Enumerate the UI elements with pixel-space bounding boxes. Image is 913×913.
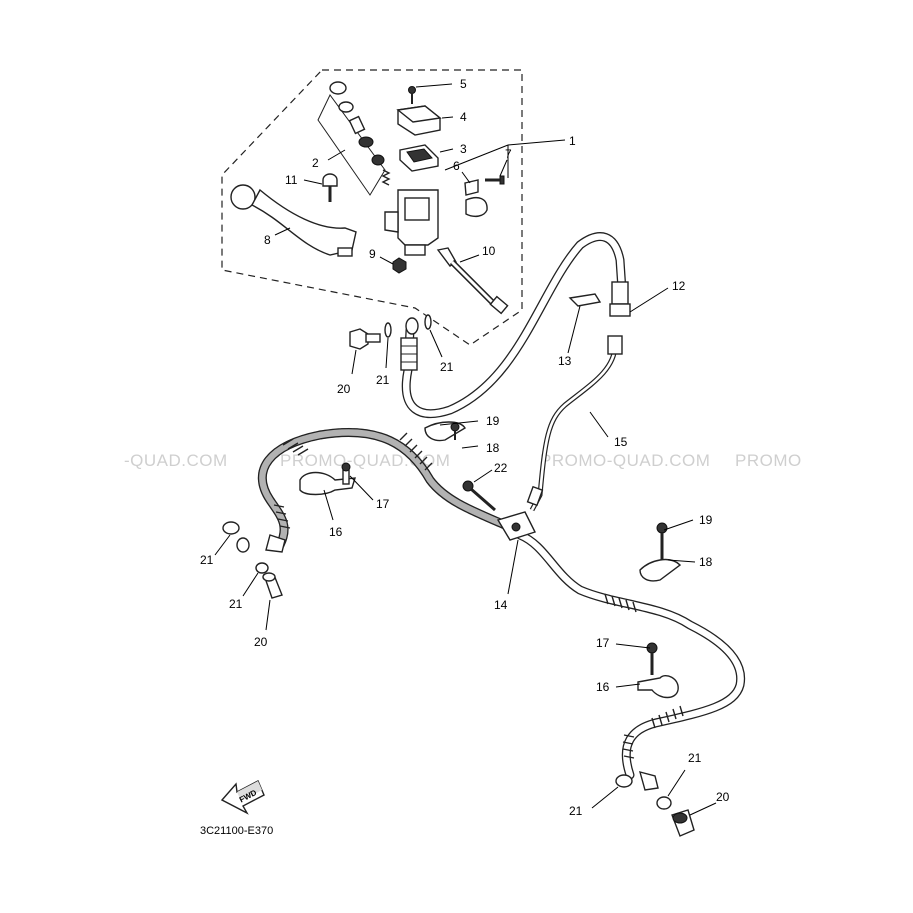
watermark-text-1: -QUAD.COM	[124, 451, 228, 470]
lower-right-banjo-bolt	[671, 809, 695, 837]
callout-9: 9	[369, 247, 376, 261]
clamp-bolt	[485, 175, 505, 185]
cap-screw	[408, 86, 416, 104]
diaphragm-plate	[399, 144, 439, 172]
lever-nut	[392, 257, 407, 274]
hose-holder-upper	[424, 421, 466, 442]
callout-labels: 1 2 3 4 5 6 7 8 9 10 11 12 13 14 15 16 1…	[200, 77, 730, 818]
hose-coil-right-lower	[622, 705, 684, 759]
callout-21-upper-right: 21	[440, 360, 454, 374]
callout-3: 3	[460, 142, 467, 156]
hose-coil-left-lower	[273, 504, 291, 529]
master-cylinder-assembly-boundary	[221, 69, 523, 346]
piston-kit	[317, 81, 391, 196]
callout-5: 5	[460, 77, 467, 91]
lower-brake-hose-right	[515, 530, 746, 791]
callout-19-upper: 19	[486, 414, 500, 428]
callout-21-lower-left-2: 21	[229, 597, 243, 611]
hose-holder-right	[639, 522, 682, 582]
hose-coil-right-upper	[604, 593, 637, 613]
callout-20-lower-left: 20	[254, 635, 268, 649]
lower-left-washer-2	[255, 562, 269, 574]
callout-18-upper: 18	[486, 441, 500, 455]
leader-lines	[214, 83, 717, 816]
lower-right-washer-1	[615, 774, 633, 788]
lever-pivot-bolt	[322, 173, 338, 202]
callout-18-right: 18	[699, 555, 713, 569]
callout-21-upper-left: 21	[376, 373, 390, 387]
reservoir-cap	[396, 105, 442, 136]
callout-21-lower-right-1: 21	[569, 804, 583, 818]
hose-coil-left-upper	[282, 438, 309, 456]
callout-7: 7	[505, 147, 512, 161]
diagram-code: 3C21100-E370	[200, 825, 273, 837]
master-cylinder-body	[384, 189, 439, 256]
joint-bolt	[462, 480, 496, 512]
callout-17-lower: 17	[596, 636, 610, 650]
callout-13: 13	[558, 354, 572, 368]
hose-holder	[568, 293, 602, 307]
lower-right-washer-2	[656, 796, 672, 810]
callout-20-lower-right: 20	[716, 790, 730, 804]
callout-21-lower-left-1: 21	[200, 553, 214, 567]
callout-4: 4	[460, 110, 467, 124]
hose-guide-lower	[637, 642, 679, 699]
callout-15: 15	[614, 435, 628, 449]
callout-16-lower: 16	[596, 680, 610, 694]
hose-guide-upper	[299, 462, 356, 496]
upper-brake-hose	[400, 232, 631, 419]
callout-1: 1	[569, 134, 576, 148]
brake-pipe	[526, 335, 623, 512]
upper-banjo-bolt	[349, 328, 381, 350]
watermark-text-4: PROMO	[735, 451, 802, 470]
lower-left-washer-1	[222, 521, 240, 535]
callout-2: 2	[312, 156, 319, 170]
handlebar-clamp	[464, 179, 488, 218]
callout-10: 10	[482, 244, 496, 258]
watermark: -QUAD.COM PROMO-QUAD.COM PROMO-QUAD.COM …	[124, 451, 802, 470]
watermark-text-3: PROMO-QUAD.COM	[540, 451, 710, 470]
callout-20-upper: 20	[337, 382, 351, 396]
callout-19-right: 19	[699, 513, 713, 527]
upper-washer-right	[424, 314, 432, 330]
hose-coil-left-middle	[399, 432, 433, 471]
callout-22: 22	[494, 461, 508, 475]
brake-switch	[436, 247, 509, 315]
lower-brake-hose-left	[236, 427, 510, 553]
callout-21-lower-right-2: 21	[688, 751, 702, 765]
upper-washer-left	[384, 322, 392, 338]
brake-lever	[230, 184, 357, 257]
callout-6: 6	[453, 159, 460, 173]
callout-14: 14	[494, 598, 508, 612]
callout-11: 11	[285, 173, 298, 187]
lower-left-banjo-bolt	[262, 572, 283, 599]
callout-17-upper: 17	[376, 497, 390, 511]
fwd-arrow-icon: FWD	[220, 780, 265, 815]
three-way-joint	[496, 511, 536, 541]
callout-8: 8	[264, 233, 271, 247]
callout-12: 12	[672, 279, 686, 293]
callout-16-upper: 16	[329, 525, 343, 539]
